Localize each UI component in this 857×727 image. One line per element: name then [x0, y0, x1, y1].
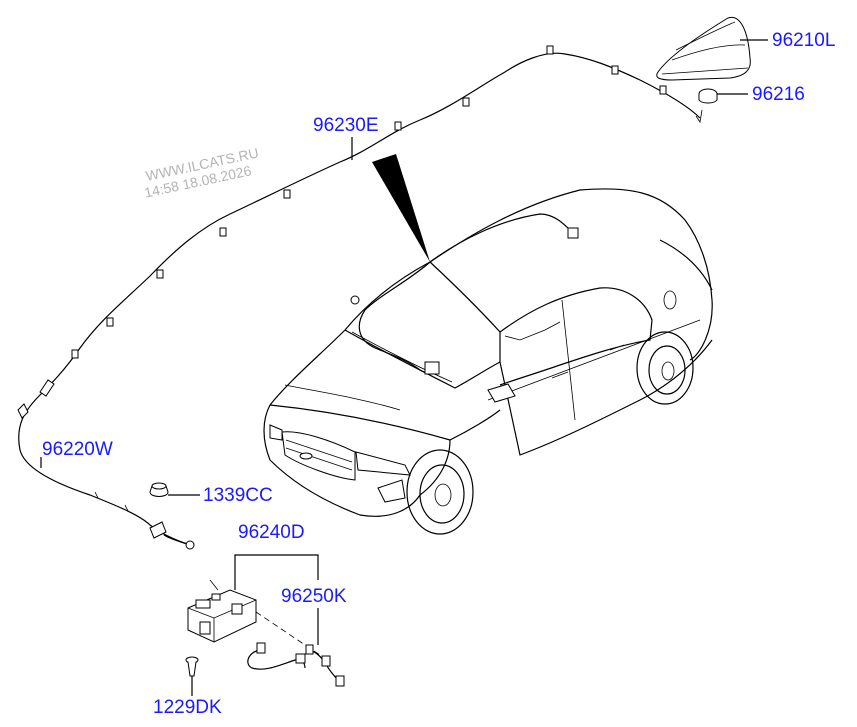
callout-96250K[interactable]: 96250K [281, 586, 347, 607]
callout-96210L[interactable]: 96210L [772, 30, 835, 51]
vehicle-illustration [263, 188, 713, 535]
callout-1339CC[interactable]: 1339CC [203, 485, 273, 506]
module-cable[interactable] [247, 642, 345, 687]
callout-96220W[interactable]: 96220W [42, 439, 113, 460]
tuner-module[interactable] [187, 579, 321, 656]
leader-96240D [234, 554, 319, 590]
shark-fin-antenna[interactable] [656, 16, 751, 81]
callout-96240D[interactable]: 96240D [238, 522, 305, 543]
nut-1339CC[interactable] [149, 482, 169, 497]
callout-96230E[interactable]: 96230E [313, 115, 379, 136]
location-pointer [372, 154, 430, 262]
screw-1229DK[interactable] [185, 656, 199, 677]
callout-1229DK[interactable]: 1229DK [153, 697, 222, 718]
vehicle-harness [350, 213, 579, 375]
watermark: WWW.ILCATS.RU 14:58 18.08.2026 [143, 144, 260, 200]
roof-feeder-cable[interactable] [17, 45, 703, 546]
callout-96216[interactable]: 96216 [752, 84, 805, 105]
antenna-gasket[interactable] [698, 88, 718, 104]
front-antenna-cable[interactable] [94, 491, 195, 550]
